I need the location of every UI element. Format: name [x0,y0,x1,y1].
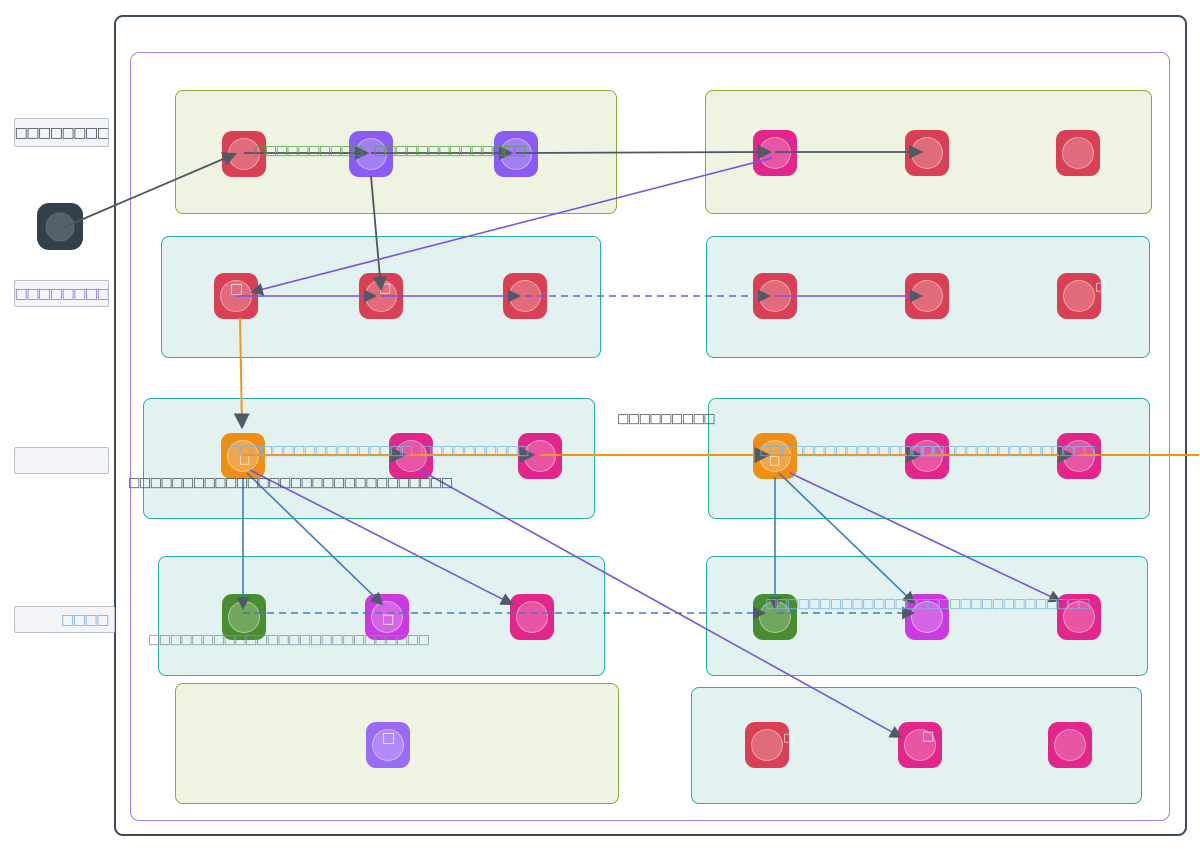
diagram-node-red [1056,130,1100,176]
node-missing-glyph: □ [230,281,244,297]
edge-label: □□□□□□□□□ [617,411,716,427]
node-circle-icon [509,280,541,312]
node-circle-icon [227,440,259,472]
diagram-node-pink [510,594,554,640]
side-label-box: □□□□ [14,606,115,633]
diagram-node-red [753,273,797,319]
diagram-node-red [1057,273,1101,319]
node-circle-icon [1054,729,1086,761]
edge-label: □□□□□□□□□□□□□□ [373,143,526,159]
diagram-node-red [905,130,949,176]
node-missing-glyph: □ [382,730,396,746]
node-circle-icon [516,601,548,633]
diagram-node-red [359,273,403,319]
node-missing-glyph: □ [922,729,935,744]
node-circle-icon [911,280,943,312]
node-missing-glyph: □ [769,453,781,467]
inner-boundary-box [130,52,1170,821]
node-circle-icon [45,212,75,241]
diagram-node-lavender [366,722,410,768]
outer-boundary-box [114,15,1187,836]
edge-label: □□□□□□□□□□ [254,143,363,159]
node-missing-glyph: □ [1095,280,1106,293]
node-circle-icon [904,729,936,761]
node-missing-glyph: □ [379,281,392,296]
side-label-box [14,447,109,474]
diagram-node-red [905,273,949,319]
edge-label: □□□□□□□□□□□□□□□□□□□□□□□□□□□□□□ [128,475,453,491]
edge-label: □□□□□□□□□□□□□□□ [927,596,1090,612]
diagram-node-red [503,273,547,319]
node-circle-icon [1063,280,1095,312]
node-missing-glyph: □ [239,452,251,466]
side-label-box: □□□□□□□□□□□□ [14,118,109,147]
diagram-node-pink [753,130,797,176]
edge-label: □□□□□□□□□□ [420,443,529,459]
node-circle-icon [759,280,791,312]
node-circle-icon [228,601,260,633]
side-label-box: □□□□□□□□ [14,280,109,307]
node-circle-icon [1063,601,1095,633]
node-circle-icon [524,440,556,472]
edge-label: □□□□□□□□□□□□□□□□□□□□□□□□□□ [148,632,430,648]
node-circle-icon [751,729,783,761]
diagram-node-pink [898,722,942,768]
diagram-node-red [745,722,789,768]
node-missing-glyph: □ [382,612,395,627]
edge-label: □□□□□□□□□□□□□□□ [765,596,928,612]
node-missing-glyph: □ [783,731,794,744]
node-circle-icon [372,729,404,761]
edge-label: □□□□□□□□□□□□□□□□□ [228,443,413,459]
diagram-node-pink [1057,594,1101,640]
diagram-node-orange [221,433,265,479]
edge-label: □□□□□□□□□□□□□□□□□ [911,443,1096,459]
node-circle-icon [1062,137,1094,169]
diagram-node-pink [1048,722,1092,768]
node-circle-icon [911,137,943,169]
node-circle-icon [759,137,791,169]
dark-source-node [37,203,83,250]
